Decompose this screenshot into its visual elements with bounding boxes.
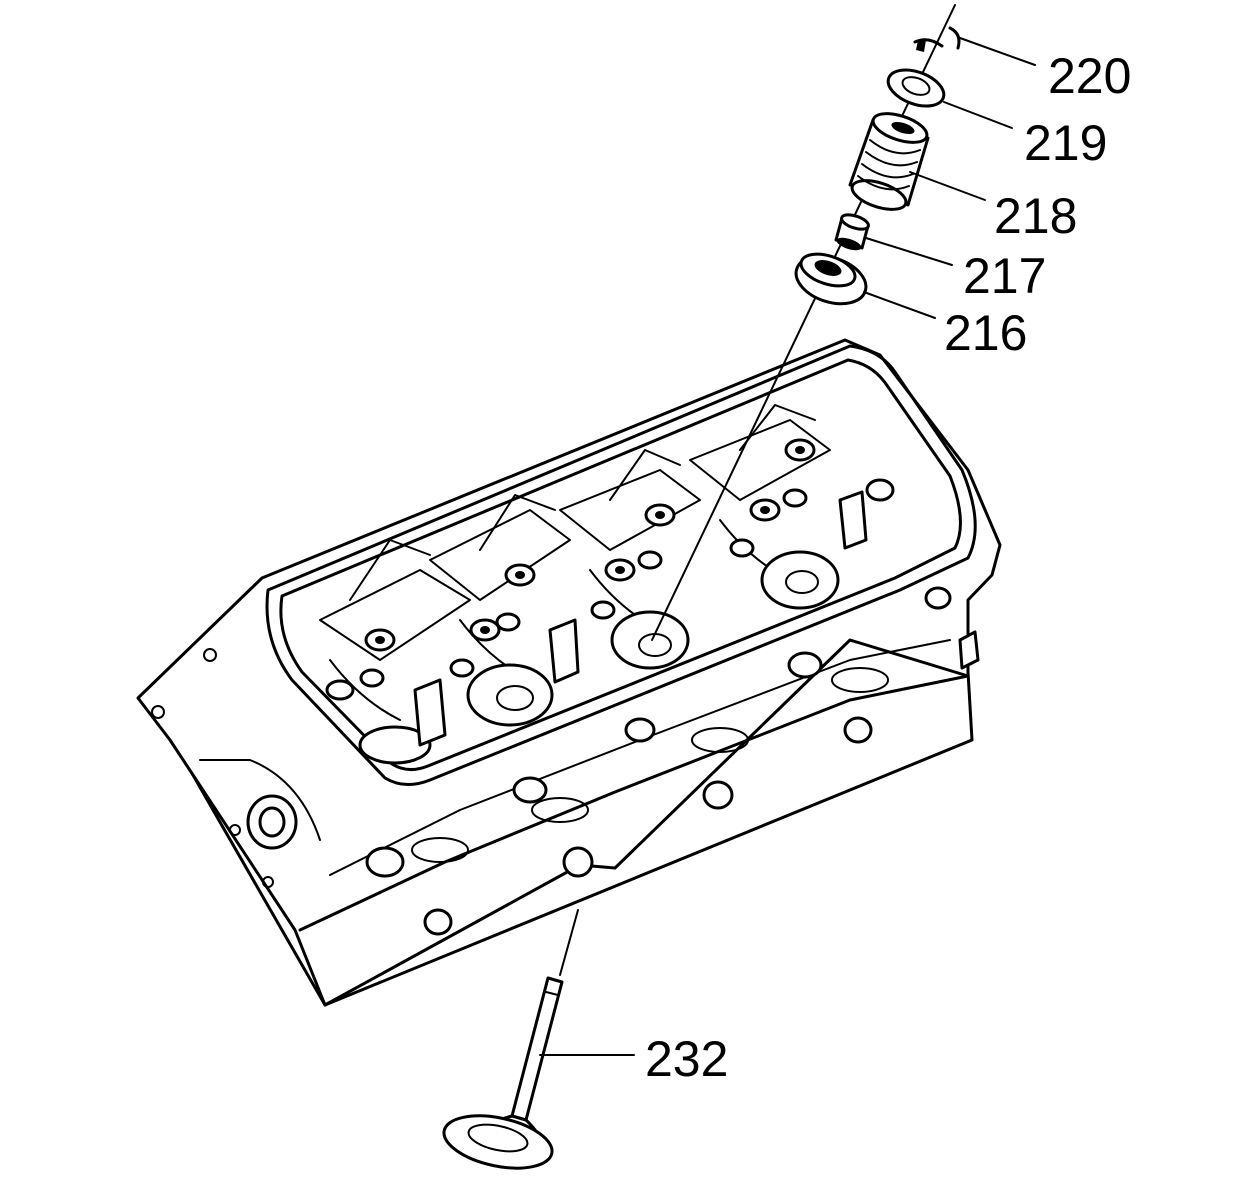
callout-220: 220: [959, 37, 1131, 104]
valve-axis-line: [651, 4, 956, 641]
valve-pockets: [358, 550, 840, 765]
callout-232: 232: [539, 1031, 728, 1087]
callout-label-232: 232: [645, 1031, 728, 1087]
head-front-face: [298, 639, 970, 936]
valve-stem-key: [913, 26, 961, 52]
valve-stem-oil-seal: [834, 213, 870, 251]
pushrod-guides: [413, 490, 868, 747]
callout-218: 218: [909, 171, 1077, 244]
callout-216: 216: [863, 291, 1027, 361]
callout-label-218: 218: [994, 188, 1077, 244]
head-end-face: [151, 648, 321, 888]
valve-spring: [848, 112, 930, 211]
callout-217: 217: [865, 237, 1046, 304]
callout-label-217: 217: [963, 248, 1046, 304]
valve-spring-shim: [794, 252, 868, 306]
callout-219: 219: [943, 101, 1107, 171]
valve: [442, 909, 579, 1170]
callout-label-220: 220: [1048, 48, 1131, 104]
callout-label-216: 216: [944, 305, 1027, 361]
rocker-studs: [325, 438, 952, 701]
cylinder-head: [136, 338, 1002, 1007]
callout-label-219: 219: [1024, 115, 1107, 171]
valve-spring-cap: [886, 68, 946, 108]
rocker-pedestals: [319, 404, 831, 721]
